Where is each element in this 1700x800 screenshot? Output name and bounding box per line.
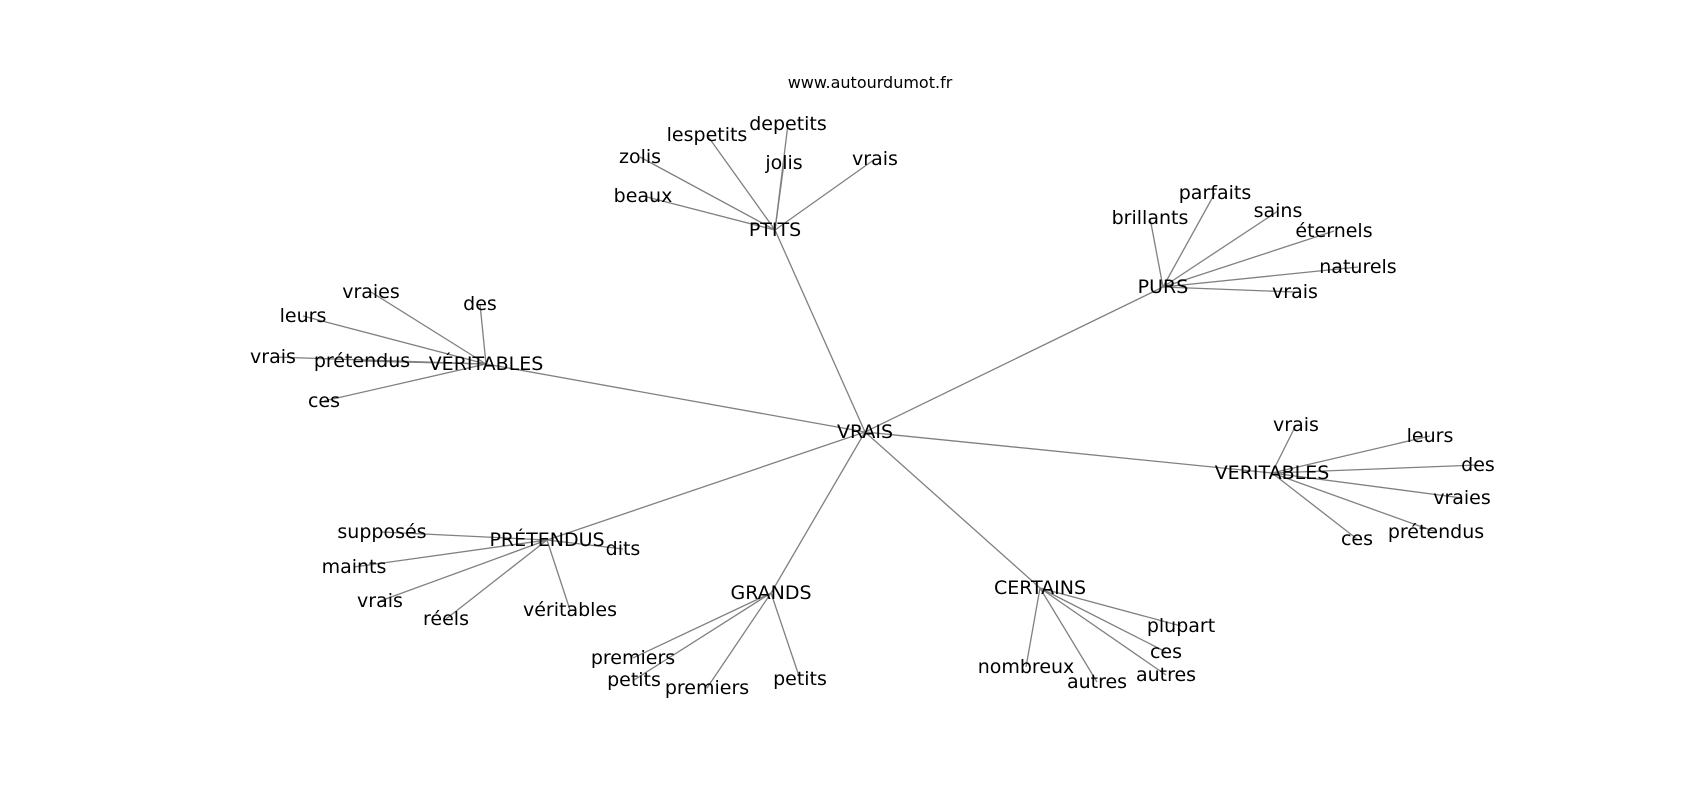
edge-ptits-jolis <box>774 162 785 231</box>
leaf-node-supposes: supposés <box>337 521 426 543</box>
leaf-node-lespetits: lespetits <box>667 124 748 146</box>
edge-root-purs <box>864 286 1164 433</box>
leaf-node-pretendus: prétendus <box>1388 521 1484 543</box>
leaf-node-vrais: vrais <box>250 346 296 368</box>
leaf-node-premiers: premiers <box>591 647 675 669</box>
leaf-node-autres: autres <box>1136 664 1196 686</box>
edge-ptits-lespetits <box>706 134 776 231</box>
root-node: VRAIS <box>837 421 893 443</box>
leaf-node-reels: réels <box>423 608 469 630</box>
edge-veritables-pretendus <box>1271 472 1437 533</box>
leaf-node-beaux: beaux <box>614 185 673 207</box>
edge-ptits-vrais <box>774 158 876 231</box>
leaf-node-brillants: brillants <box>1112 207 1189 229</box>
edge-purs-brillants <box>1149 217 1164 288</box>
leaf-node-sains: sains <box>1254 200 1303 222</box>
edge-veritables-leurs <box>302 315 487 365</box>
leaf-node-pretendus: prétendus <box>314 350 410 372</box>
edge-root-grands <box>770 431 866 594</box>
leaf-node-vrais: vrais <box>357 590 403 612</box>
source-url: www.autourdumot.fr <box>788 73 953 92</box>
edge-purs-vrais <box>1162 286 1296 293</box>
leaf-node-veritables: véritables <box>523 599 617 621</box>
edge-veritables-pretendus <box>361 360 487 365</box>
leaf-node-ces: ces <box>1341 528 1373 550</box>
edge-certains-autres <box>1039 587 1098 683</box>
edge-pretendus-reels <box>445 539 548 620</box>
leaf-node-vrais: vrais <box>1273 414 1319 436</box>
edge-root-certains <box>864 431 1041 589</box>
edge-purs-parfaits <box>1162 192 1216 288</box>
edge-root-ptits <box>774 229 866 433</box>
leaf-node-ces: ces <box>1150 641 1182 663</box>
leaf-node-dits: dits <box>606 538 641 560</box>
leaf-node-vrais: vrais <box>852 148 898 170</box>
edge-veritables-leurs <box>1271 435 1431 474</box>
leaf-node-jolis: jolis <box>764 152 802 174</box>
hub-node-certains: CERTAINS <box>994 577 1086 599</box>
edge-certains-plupart <box>1039 587 1182 627</box>
hub-node-ptits: PTITS <box>749 219 801 241</box>
leaf-node-leurs: leurs <box>1407 425 1454 447</box>
leaf-node-vrais: vrais <box>1272 281 1318 303</box>
edge-pretendus-veritables <box>546 539 571 611</box>
leaf-node-parfaits: parfaits <box>1179 182 1251 204</box>
edge-certains-nombreux <box>1025 587 1041 668</box>
hub-node-grands: GRANDS <box>730 582 811 604</box>
edge-veritables-des <box>1271 464 1479 474</box>
leaf-node-autres: autres <box>1067 671 1127 693</box>
leaf-node-premiers: premiers <box>665 677 749 699</box>
edge-veritables-des <box>479 303 487 365</box>
hub-node-pretendus: PRÉTENDUS <box>489 528 604 551</box>
leaf-node-naturels: naturels <box>1319 256 1396 278</box>
edge-purs-naturels <box>1162 266 1359 288</box>
edge-ptits-zolis <box>639 156 776 231</box>
edge-veritables-vrais <box>1271 424 1297 474</box>
leaf-node-ces: ces <box>308 390 340 412</box>
leaf-node-vraies: vraies <box>342 281 400 303</box>
edge-pretendus-vrais <box>379 539 548 602</box>
edge-grands-petits <box>770 592 801 680</box>
edge-certains-autres <box>1039 587 1167 676</box>
leaf-node-petits: petits <box>773 668 827 690</box>
edge-veritables-ces <box>323 363 487 402</box>
leaf-node-eternels: éternels <box>1295 220 1372 242</box>
edge-grands-premiers <box>632 592 772 659</box>
edge-veritables-ces <box>1271 472 1358 540</box>
leaf-node-zolis: zolis <box>619 146 661 168</box>
leaf-node-depetits: depetits <box>749 113 827 135</box>
edge-purs-sains <box>1162 210 1279 288</box>
edge-pretendus-supposes <box>381 531 548 541</box>
leaf-node-nombreux: nombreux <box>978 656 1075 678</box>
edge-grands-petits <box>633 592 772 681</box>
edge-pretendus-maints <box>353 539 548 568</box>
edge-purs-eternels <box>1162 230 1335 288</box>
leaf-node-vraies: vraies <box>1433 487 1491 509</box>
edge-root-veritables <box>864 431 1273 474</box>
edge-veritables-vraies <box>370 291 487 365</box>
edge-ptits-beaux <box>642 195 776 231</box>
edge-certains-ces <box>1039 587 1167 653</box>
hub-node-purs: PURS <box>1138 276 1189 298</box>
edge-pretendus-dits <box>546 539 624 550</box>
leaf-node-des: des <box>463 293 497 315</box>
leaf-node-des: des <box>1461 454 1495 476</box>
edge-grands-premiers <box>706 592 772 689</box>
edge-root-veritables <box>485 363 866 433</box>
leaf-node-leurs: leurs <box>280 305 327 327</box>
hub-node-veritables: VERITABLES <box>1215 462 1330 484</box>
leaf-node-plupart: plupart <box>1147 615 1215 637</box>
edges <box>272 123 1479 689</box>
leaf-node-maints: maints <box>322 556 387 578</box>
leaf-node-petits: petits <box>607 669 661 691</box>
edge-root-pretendus <box>546 431 866 541</box>
hub-node-veritables: VÉRITABLES <box>429 352 544 375</box>
edge-veritables-vraies <box>1271 472 1463 499</box>
